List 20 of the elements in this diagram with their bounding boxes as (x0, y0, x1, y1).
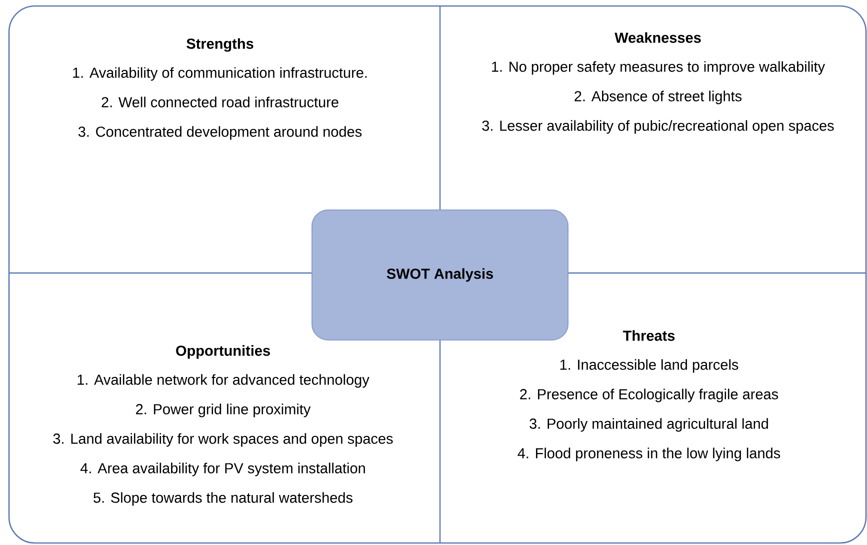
list-item: 1. Available network for advanced technology (78, 374, 370, 388)
list-item: 2. Well connected road infrastructure (102, 96, 338, 108)
list-item: 1. Inaccessible land parcels (560, 359, 738, 373)
list-item: 2. Power grid line proximity (136, 404, 311, 418)
list-item: 4. Flood proneness in the low lying lands (518, 448, 780, 462)
quadrant-heading: Strengths (186, 38, 254, 52)
list-item: 1. No proper safety measures to improve walkability (492, 61, 825, 75)
list-item: 3. Land availability for work spaces and open spaces (53, 433, 393, 447)
quadrant-heading: Weaknesses (614, 32, 701, 43)
list-item: 1. Availability of communication infrastructure. (73, 67, 367, 81)
list-item: 3. Poorly maintained agricultural land (530, 418, 768, 432)
list-item: 5. Slope towards the natural watersheds (94, 492, 352, 506)
list-item: 3. Concentrated development around nodes (78, 126, 362, 140)
list-item: 3. Lesser availability of pubic/recreational open spaces (482, 120, 834, 134)
quadrant-heading: Opportunities (176, 345, 270, 359)
list-item: 4. Area availability for PV system installation (80, 462, 365, 476)
quadrant-heading: Threats (622, 330, 675, 341)
list-item: 2. Absence of street lights (574, 90, 742, 104)
center-box: SWOT Analysis (312, 209, 568, 340)
list-item: 2. Presence of Ecologically fragile areas (520, 388, 778, 402)
